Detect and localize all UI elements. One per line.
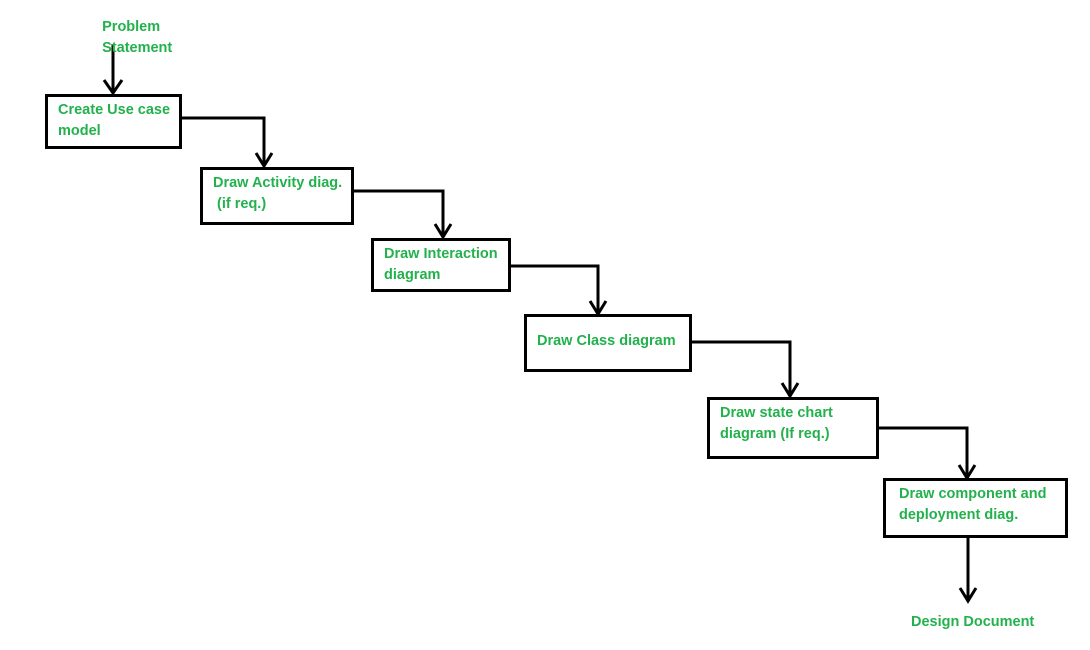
- step-box-activity: Draw Activity diag. (if req.): [200, 167, 354, 225]
- start-label: Problem Statement: [86, 0, 172, 80]
- step-box-class: Draw Class diagram: [524, 314, 692, 372]
- arrowhead-interaction: [433, 223, 453, 240]
- connector-interaction-to-class: [509, 264, 600, 314]
- step-box-use-case: Create Use case model: [45, 94, 182, 149]
- connector-activity-to-interaction: [352, 189, 445, 237]
- connector-state-chart-to-component: [877, 426, 969, 478]
- step-text: Draw state chart: [720, 405, 833, 421]
- step-text: model: [58, 123, 101, 139]
- step-text: Draw component and: [899, 486, 1047, 502]
- start-label-line: Statement: [102, 40, 173, 56]
- step-text: deployment diag.: [899, 507, 1019, 523]
- step-box-state-chart: Draw state chart diagram (If req.): [707, 397, 879, 459]
- connector-use-case-to-activity: [180, 116, 266, 166]
- step-text: Create Use case: [58, 102, 171, 118]
- step-box-component: Draw component and deployment diag.: [883, 478, 1068, 538]
- step-text: (if req.): [213, 196, 267, 212]
- step-text: Draw Interaction: [384, 246, 498, 262]
- connector-class-to-state-chart: [690, 340, 792, 396]
- arrowhead-end: [958, 587, 978, 604]
- start-label-line: Problem: [102, 19, 161, 35]
- step-text: diagram (If req.): [720, 426, 830, 442]
- end-label: Design Document: [911, 614, 1035, 630]
- arrowhead-start: [102, 79, 124, 96]
- arrowhead-activity: [254, 152, 274, 169]
- arrowhead-state-chart: [780, 382, 800, 399]
- step-box-interaction: Draw Interaction diagram: [371, 238, 511, 292]
- step-text: Draw Activity diag.: [213, 175, 343, 191]
- step-text: Draw Class diagram: [537, 333, 676, 349]
- step-text: diagram: [384, 267, 441, 283]
